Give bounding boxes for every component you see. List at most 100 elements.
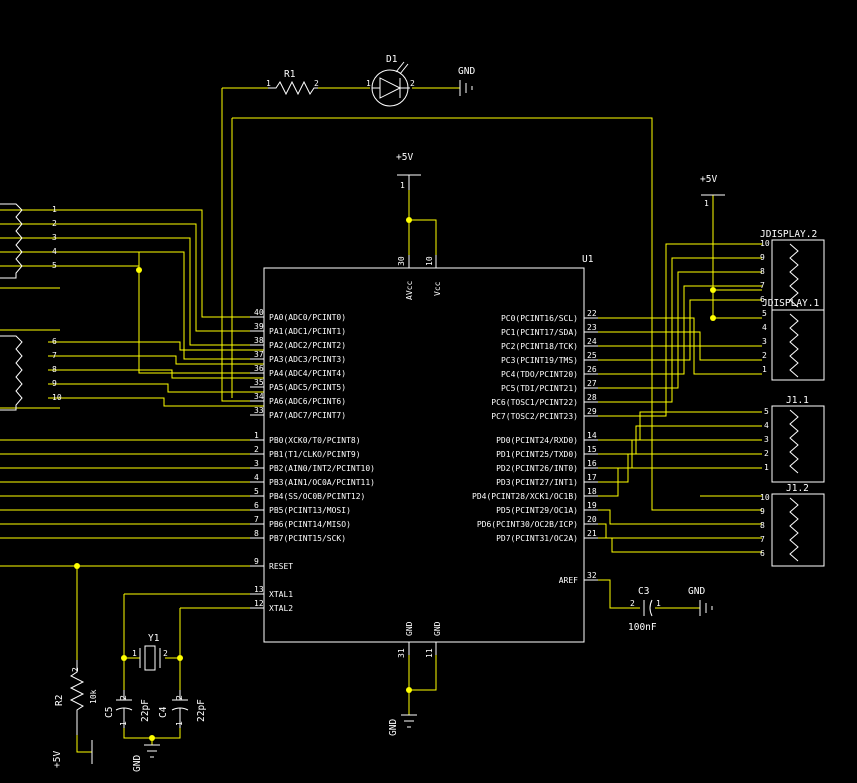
u1-pin-num: 8 bbox=[254, 529, 259, 538]
pin-num-vcc: 10 bbox=[425, 256, 434, 266]
u1-pin-name: PD1(PCINT25/TXD0) bbox=[496, 450, 578, 459]
c4-value: 22pF bbox=[196, 699, 207, 722]
j1-2-pin-num: 10 bbox=[760, 493, 770, 502]
jdisplay2-pin-num: 10 bbox=[760, 239, 770, 248]
u1-pin-name: PD5(PCINT29/OC1A) bbox=[496, 506, 578, 515]
y1-crystal[interactable]: Y1 1 2 bbox=[132, 633, 168, 671]
junction-dot bbox=[406, 217, 412, 223]
u1-pin-num: 35 bbox=[254, 378, 264, 387]
junction-dot bbox=[121, 655, 127, 661]
u1-pin-name: PC5(TDI/PCINT21) bbox=[501, 384, 578, 393]
u1-pin-name: PB3(AIN1/OC0A/PCINT11) bbox=[269, 478, 375, 487]
u1-pin-num: 16 bbox=[587, 459, 597, 468]
vcc-symbol-right: +5V 1 bbox=[700, 174, 725, 208]
gnd-label: GND bbox=[132, 755, 143, 772]
u1-pin-name: PA7(ADC7/PCINT7) bbox=[269, 411, 346, 420]
c4-pin1: 1 bbox=[175, 721, 184, 726]
u1-pin-name: AREF bbox=[559, 576, 578, 585]
r1-resistor[interactable]: R1 1 2 bbox=[266, 69, 319, 96]
u1-pin-name: PC0(PCINT16/SCL) bbox=[501, 314, 578, 323]
u1-pin-num: 13 bbox=[254, 585, 264, 594]
u1-pin-name: XTAL1 bbox=[269, 590, 293, 599]
u1-pin-name: PD0(PCINT24/RXD0) bbox=[496, 436, 578, 445]
left-conn-pin-num: 10 bbox=[52, 393, 62, 402]
j1-2-pin-num: 9 bbox=[760, 507, 765, 516]
j1-1-pin-num: 3 bbox=[764, 435, 769, 444]
junctions bbox=[74, 217, 716, 741]
u1-pin-name: XTAL2 bbox=[269, 604, 293, 613]
d1-pin1: 2 bbox=[410, 79, 415, 88]
c3-ref: C3 bbox=[638, 586, 649, 597]
j1-2-pin-num: 6 bbox=[760, 549, 765, 558]
wiring bbox=[0, 87, 762, 753]
u1-pin-num: 6 bbox=[254, 501, 259, 510]
c5-pin2: 2 bbox=[119, 695, 128, 700]
u1-pin-name: PA3(ADC3/PCINT3) bbox=[269, 355, 346, 364]
u1-pin-name: PA4(ADC4/PCINT4) bbox=[269, 369, 346, 378]
u1-pin-name: PC3(PCINT19/TMS) bbox=[501, 356, 578, 365]
u1-pin-name: PB2(AIN0/INT2/PCINT10) bbox=[269, 464, 375, 473]
c4-capacitor[interactable]: C4 22pF 2 1 bbox=[158, 690, 207, 728]
u1-pin-name: PA1(ADC1/PCINT1) bbox=[269, 327, 346, 336]
junction-dot bbox=[710, 315, 716, 321]
jdisplay2-pin-num: 6 bbox=[760, 295, 765, 304]
c3-value: 100nF bbox=[628, 622, 657, 633]
jdisplay1-pin-num: 3 bbox=[762, 337, 767, 346]
u1-pin-name: PA2(ADC2/PCINT2) bbox=[269, 341, 346, 350]
u1-pin-num: 26 bbox=[587, 365, 597, 374]
u1-pin-name: PD3(PCINT27/INT1) bbox=[496, 478, 578, 487]
u1-pin-num: 32 bbox=[587, 571, 597, 580]
c3-pin1: 1 bbox=[656, 599, 661, 608]
left-conn-pin-num: 6 bbox=[52, 337, 57, 346]
junction-dot bbox=[74, 563, 80, 569]
jdisplay2-ref: JDISPLAY.2 bbox=[760, 229, 817, 240]
r1-pin2: 2 bbox=[314, 79, 319, 88]
u1-pin-num: 38 bbox=[254, 336, 264, 345]
j1-2-pin-num: 7 bbox=[760, 535, 765, 544]
u1-pin-num: 14 bbox=[587, 431, 597, 440]
jdisplay2-pin-num: 9 bbox=[760, 253, 765, 262]
gnd-symbol-c3: GND bbox=[688, 586, 713, 616]
d1-led[interactable]: D1 1 2 bbox=[366, 54, 415, 107]
jdisplay1-pin-num: 2 bbox=[762, 351, 767, 360]
left-conn-pin-num: 3 bbox=[52, 233, 57, 242]
d1-pin2: 1 bbox=[366, 79, 371, 88]
u1-pin-num: 22 bbox=[587, 309, 597, 318]
u1-pin-name: PD7(PCINT31/OC2A) bbox=[496, 534, 578, 543]
c3-capacitor[interactable]: C3 100nF 2 1 bbox=[628, 586, 661, 633]
u1-pin-num: 21 bbox=[587, 529, 597, 538]
left-conn-pin-num: 2 bbox=[52, 219, 57, 228]
r2-pin: 2 bbox=[71, 667, 80, 672]
c5-capacitor[interactable]: C5 22pF 2 1 bbox=[104, 690, 151, 728]
u1-chip[interactable]: U1 40PA0(ADC0/PCINT0)39PA1(ADC1/PCINT1)3… bbox=[250, 254, 598, 658]
vcc-pin: 1 bbox=[400, 181, 405, 190]
r2-resistor[interactable]: R2 10k 2 bbox=[54, 660, 98, 735]
u1-pin-num: 5 bbox=[254, 487, 259, 496]
gnd-label: GND bbox=[688, 586, 705, 597]
u1-pin-num: 12 bbox=[254, 599, 264, 608]
u1-pin-name: PC7(TOSC2/PCINT23) bbox=[491, 412, 578, 421]
u1-pin-name: PB1(T1/CLKO/PCINT9) bbox=[269, 450, 361, 459]
u1-pin-name: PB0(XCK0/T0/PCINT8) bbox=[269, 436, 361, 445]
left-conn-pin-num: 1 bbox=[52, 205, 57, 214]
j1-2-pin-num: 8 bbox=[760, 521, 765, 530]
pin-name-vcc: Vcc bbox=[433, 281, 442, 296]
u1-pin-name: PD6(PCINT30/OC2B/ICP) bbox=[477, 520, 578, 529]
vcc-symbol-top: +5V 1 bbox=[396, 152, 421, 190]
gnd-symbol-xtal: GND bbox=[132, 744, 160, 772]
u1-pin-num: 19 bbox=[587, 501, 597, 510]
u1-pin-name: PD2(PCINT26/INT0) bbox=[496, 464, 578, 473]
u1-pin-name: PC1(PCINT17/SDA) bbox=[501, 328, 578, 337]
u1-pin-num: 37 bbox=[254, 350, 264, 359]
u1-pin-num: 2 bbox=[254, 445, 259, 454]
r2-value: 10k bbox=[89, 689, 98, 704]
left-conn-pin-num: 5 bbox=[52, 261, 57, 270]
vcc-symbol-bottom: +5V bbox=[52, 740, 93, 768]
gnd-symbol-u1: GND bbox=[388, 714, 417, 736]
